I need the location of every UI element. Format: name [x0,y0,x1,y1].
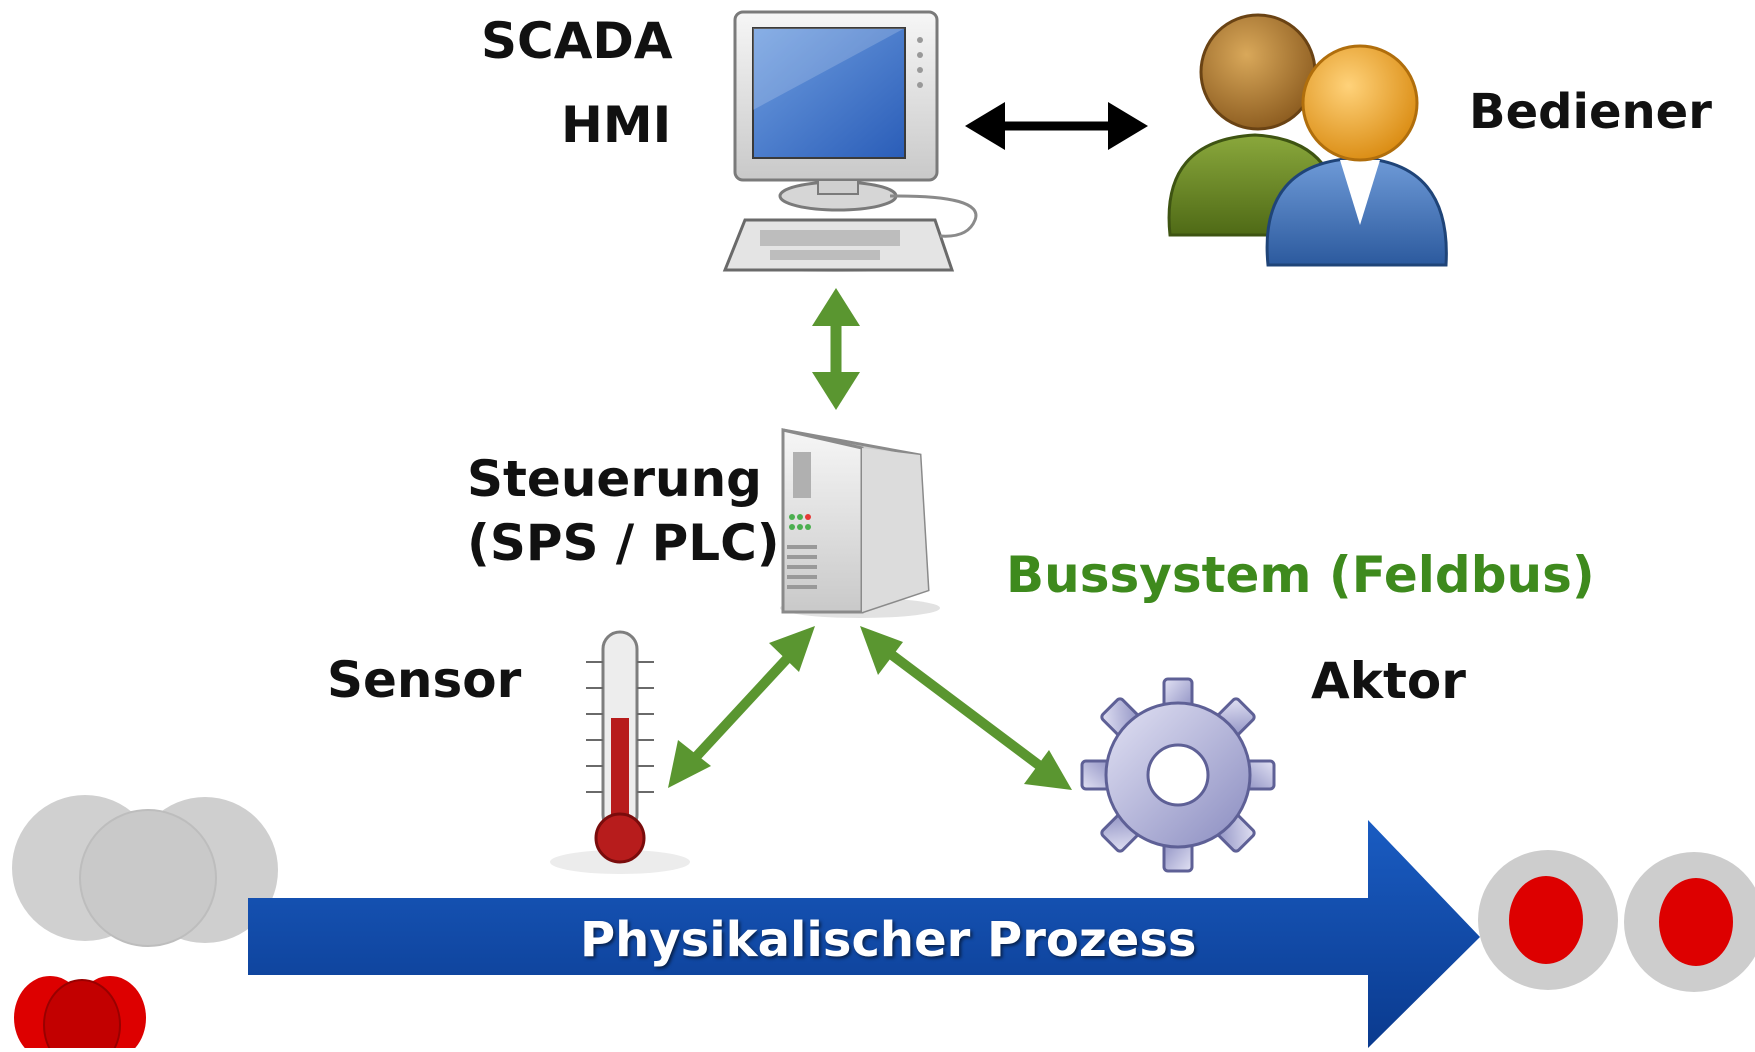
actuator-label: Aktor [1311,652,1466,710]
server-icon [780,428,940,618]
sensor-label: Sensor [327,651,522,709]
hmi-controller-arrow [812,288,860,410]
process-arrow [248,820,1480,1048]
hmi-label: HMI [561,96,672,154]
gear-icon [1080,677,1276,873]
controller-actuator-arrow [860,626,1072,790]
bus-label: Bussystem (Feldbus) [1006,546,1595,604]
operator-label: Bediener [1469,84,1712,140]
product-icon [1478,850,1755,992]
scada-label: SCADA [481,12,673,70]
thermometer-icon [550,630,690,874]
controller-sensor-arrow [668,626,815,788]
controller-type-label: (SPS / PLC) [467,514,780,572]
controller-label: Steuerung [467,450,762,508]
computer-icon [722,10,978,272]
users-icon [1167,13,1448,267]
process-label: Physikalischer Prozess [580,912,1197,968]
raw-material-icon [12,795,278,1052]
hmi-operator-arrow [965,102,1148,150]
